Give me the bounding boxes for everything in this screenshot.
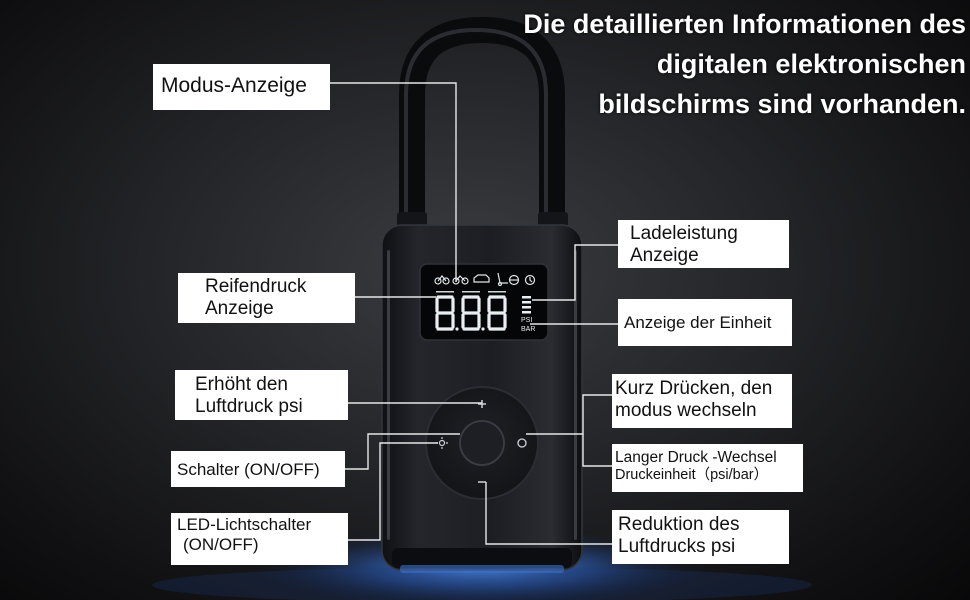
label-reduktion-line-2: Luftdrucks psi: [618, 535, 736, 557]
mode-icon[interactable]: [517, 438, 527, 448]
headline-line-2: digitalen elektronischen: [656, 49, 966, 79]
label-led-line-2: (ON/OFF): [183, 534, 259, 554]
label-led: LED-Lichtschalter (ON/OFF): [171, 513, 348, 565]
label-reifendruck-line-1: Reifendruck: [205, 276, 307, 297]
label-einheit-text: Anzeige der Einheit: [624, 313, 772, 332]
label-reifendruck-line-2: Anzeige: [205, 297, 274, 319]
label-ladeleistung-line-2: Anzeige: [630, 244, 699, 266]
label-erhoeht-line-1: Erhöht den: [195, 374, 288, 395]
label-einheit: Anzeige der Einheit: [618, 299, 792, 346]
headline: Die detaillierten Informationen des digi…: [406, 4, 966, 124]
ball-icon: [508, 274, 520, 286]
motorbike-icon: [452, 275, 469, 285]
label-ladeleistung-line-1: Ladeleistung: [630, 223, 738, 244]
power-button[interactable]: [459, 420, 505, 466]
label-kurz-line-2: modus wechseln: [615, 399, 757, 421]
headline-line-3: bildschirms sind vorhanden.: [598, 89, 966, 119]
label-lang-line-2: Druckeinheit（psi/bar）: [615, 466, 769, 483]
label-erhoeht-line-2: Luftdruck psi: [195, 395, 303, 417]
digit-3: [487, 295, 507, 331]
label-modus-anzeige: Modus-Anzeige: [153, 64, 330, 110]
plus-icon[interactable]: [478, 400, 486, 408]
callout-lines: [330, 82, 618, 545]
pressure-digits: [435, 295, 507, 331]
label-schalter: Schalter (ON/OFF): [171, 451, 345, 487]
digit-1: [435, 295, 455, 331]
car-icon: [473, 274, 490, 283]
label-reduktion: Reduktion des Luftdrucks psi: [612, 510, 789, 564]
label-kurz-line-1: Kurz Drücken, den: [615, 378, 773, 399]
bike-icon: [434, 275, 450, 285]
unit-psi-text: PSI: [521, 317, 532, 324]
label-lang-line-1: Langer Druck -Wechsel: [615, 449, 777, 466]
label-schalter-text: Schalter (ON/OFF): [177, 460, 320, 479]
digit-2: [461, 295, 481, 331]
clock-icon: [524, 274, 536, 286]
mode-icons: [434, 272, 536, 287]
label-ladeleistung: Ladeleistung Anzeige: [618, 220, 789, 268]
label-erhoeht: Erhöht den Luftdruck psi: [175, 370, 348, 420]
scooter-icon: [497, 272, 508, 287]
unit-bar-text: BAR: [521, 326, 535, 333]
label-led-line-1: LED-Lichtschalter: [177, 515, 312, 534]
headline-line-1: Die detaillierten Informationen des: [523, 9, 966, 39]
label-modus-text: Modus-Anzeige: [161, 74, 307, 97]
label-reifendruck: Reifendruck Anzeige: [178, 273, 355, 323]
label-reduktion-line-1: Reduktion des: [618, 514, 740, 535]
label-langer-druck: Langer Druck -Wechsel Druckeinheit（psi/b…: [612, 444, 803, 492]
label-kurz-druecken: Kurz Drücken, den modus wechseln: [612, 374, 792, 428]
battery-level-bars: [522, 296, 531, 314]
